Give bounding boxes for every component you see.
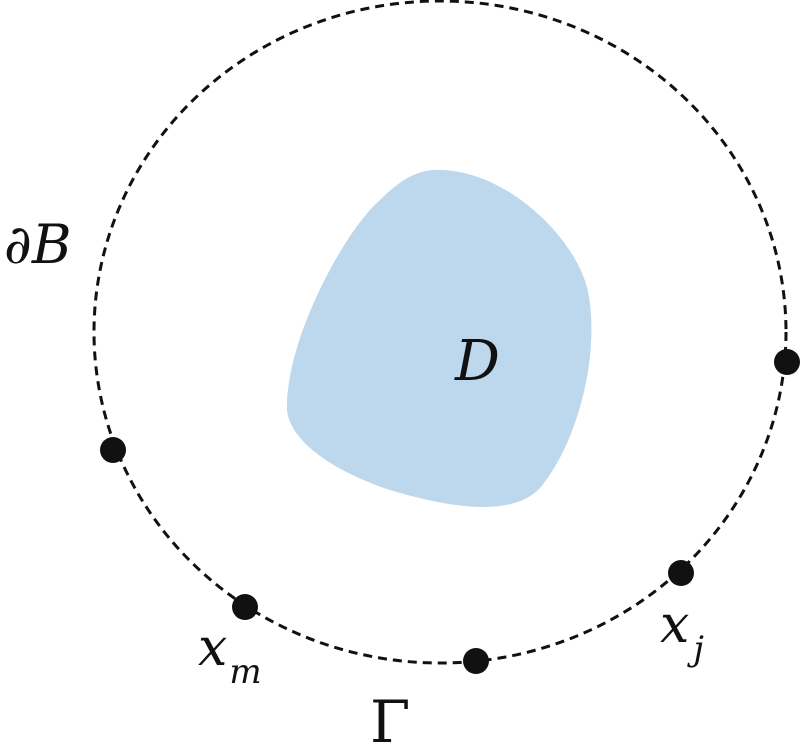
domain-shape (286, 169, 592, 507)
point-xm-base: x (198, 618, 227, 678)
measurement-point (774, 349, 800, 375)
point-xj-base: x (660, 595, 689, 655)
point-xm-label: xm (198, 618, 262, 692)
domain-label: D (454, 329, 500, 394)
measurement-point (100, 437, 126, 463)
arc-label: Γ (370, 688, 410, 752)
boundary-circle (92, 0, 788, 665)
point-xm-subscript: m (229, 652, 261, 692)
measurement-point (463, 648, 489, 674)
measurement-point-xj (668, 560, 694, 586)
measurement-point-xm (232, 594, 258, 620)
boundary-label: ∂B (4, 213, 72, 276)
